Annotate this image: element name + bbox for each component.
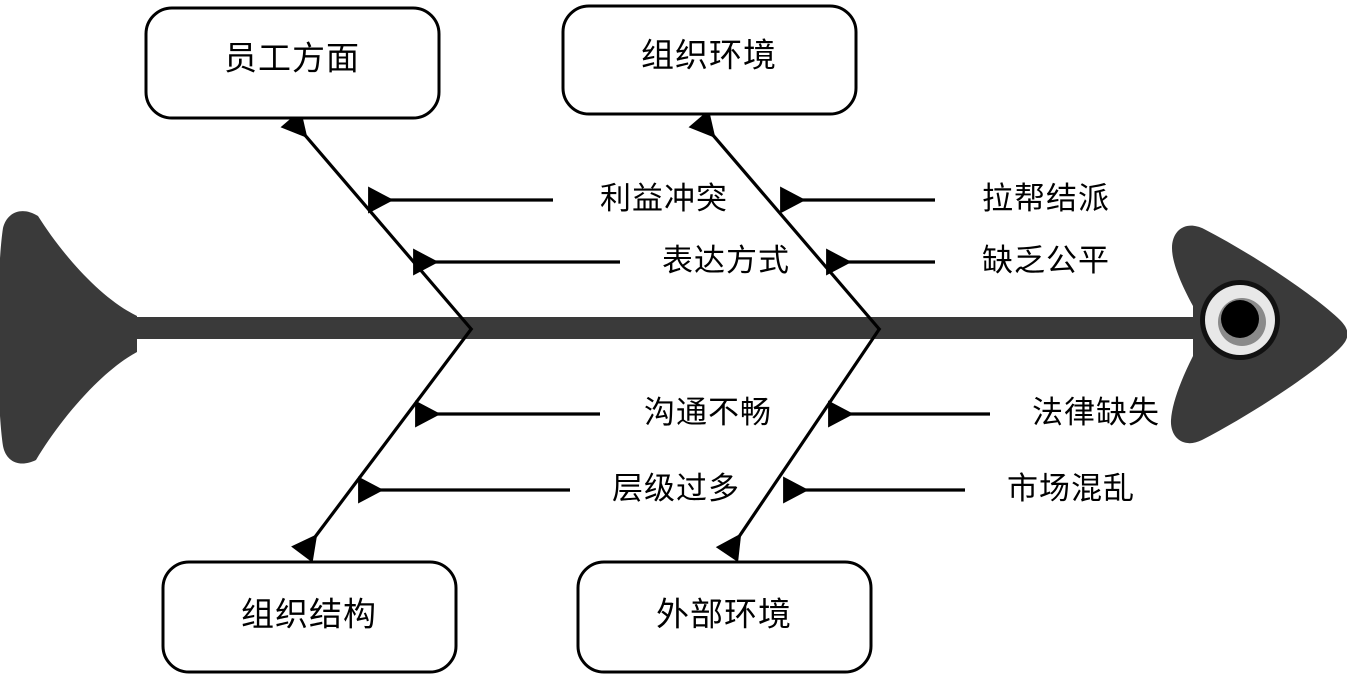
category-box-employee-shape[interactable] <box>144 6 441 120</box>
cause-label-top-right-2: 缺乏公平 <box>982 243 1110 278</box>
category-box-external-environment-label: 外部环境 <box>656 597 792 634</box>
cause-label-bottom-right-1: 法律缺失 <box>1032 395 1160 430</box>
main-bone-bottom-right <box>715 327 882 563</box>
cause-label-top-left-2: 表达方式 <box>662 243 790 278</box>
category-box-organizational-structure[interactable]: 组织结构 <box>161 560 458 674</box>
main-bone-top-left <box>280 109 474 332</box>
cause-label-top-left-1: 利益冲突 <box>600 181 728 216</box>
category-box-organizational-structure-shape[interactable] <box>161 560 458 674</box>
category-box-employee[interactable]: 员工方面 <box>144 6 441 120</box>
fish-spine <box>130 317 1195 339</box>
category-box-employee-label: 员工方面 <box>224 41 360 78</box>
cause-label-bottom-right-2: 市场混乱 <box>1007 471 1135 506</box>
category-box-organizational-environment-shape[interactable] <box>561 4 858 116</box>
main-bone-top-right <box>688 109 882 332</box>
category-box-external-environment-shape[interactable] <box>576 560 873 674</box>
cause-label-bottom-left-2: 层级过多 <box>612 471 740 506</box>
category-box-organizational-environment-label: 组织环境 <box>641 38 777 75</box>
fish-head-icon <box>1170 225 1347 444</box>
category-box-external-environment[interactable]: 外部环境 <box>576 560 873 674</box>
fish-tail-icon <box>0 211 137 464</box>
cause-label-top-right-1: 拉帮结派 <box>982 181 1110 216</box>
fish-eye-icon <box>1200 280 1280 360</box>
category-box-organizational-environment[interactable]: 组织环境 <box>561 4 858 116</box>
main-bone-bottom-left <box>291 327 474 563</box>
cause-label-bottom-left-1: 沟通不畅 <box>644 395 772 430</box>
category-box-organizational-structure-label: 组织结构 <box>241 597 377 634</box>
